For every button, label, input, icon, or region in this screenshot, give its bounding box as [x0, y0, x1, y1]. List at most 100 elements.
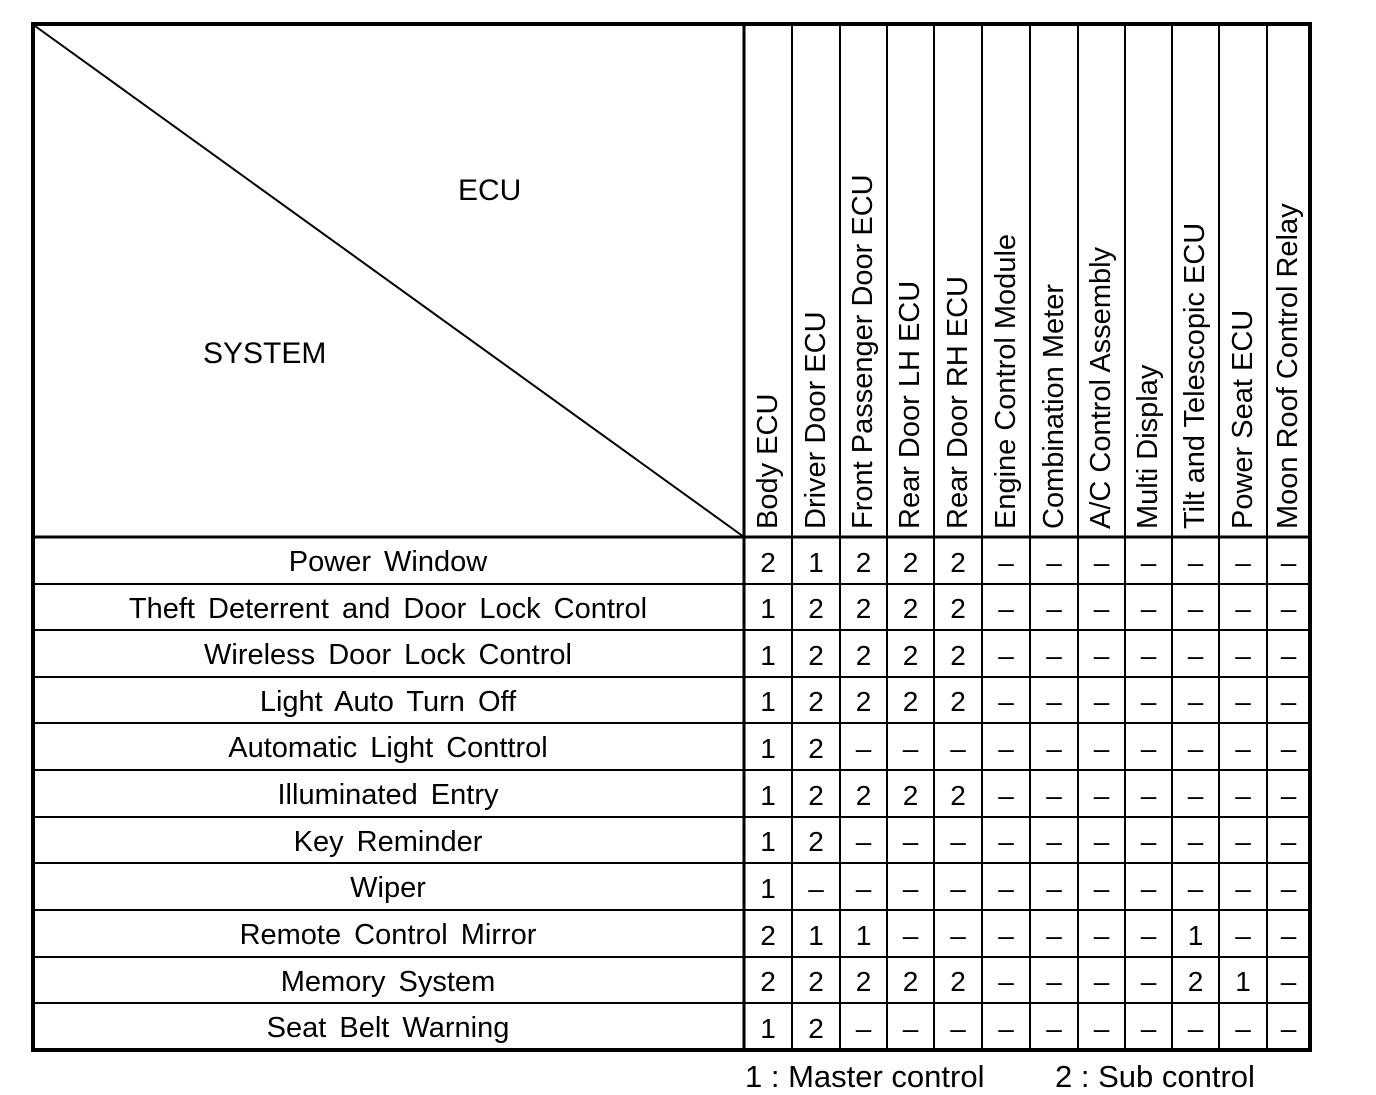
table-cell: 1 [760, 593, 776, 624]
column-header: Combination Meter [1030, 24, 1078, 537]
table-cell: 2 [855, 593, 872, 624]
column-header-label: Rear Door LH ECU [894, 280, 926, 529]
table-cell: – [1140, 640, 1157, 671]
table-cell: – [1280, 826, 1297, 857]
column-header: Front Passenger Door ECU [840, 24, 887, 537]
column-header-label: Moon Roof Control Relay [1272, 203, 1304, 529]
row-system-label: Automatic Light Conttrol [228, 732, 548, 764]
table-cell: – [1280, 780, 1297, 811]
table-cell: – [998, 733, 1014, 764]
column-header-label: Combination Meter [1037, 284, 1070, 529]
column-header: Multi Display [1125, 24, 1172, 537]
column-header-label: Front Passenger Door ECU [847, 174, 879, 529]
table-cell: – [1280, 1013, 1297, 1044]
column-header-label: Rear Door RH ECU [941, 276, 974, 529]
row-system-label: Seat Belt Warning [266, 1012, 510, 1044]
table-cell: – [950, 1013, 966, 1044]
table-cell: – [1235, 547, 1251, 578]
table-cell: – [1140, 733, 1157, 764]
table-cell: – [998, 686, 1014, 717]
table-cell: 2 [855, 780, 872, 811]
table-cell: – [1093, 920, 1110, 951]
table-cell: – [1235, 593, 1251, 624]
table-cell: 1 [1235, 966, 1251, 997]
table-cell: – [1046, 966, 1062, 997]
table-cell: 2 [760, 920, 776, 951]
legend-master: 1 : Master control [745, 1059, 985, 1094]
table-cell: 2 [950, 966, 966, 997]
legend-sub: 2 : Sub control [1055, 1059, 1255, 1094]
table-cell: 2 [808, 966, 824, 997]
column-header-label: Power Seat ECU [1226, 309, 1259, 529]
table-cell: – [1046, 826, 1062, 857]
column-header-label: Engine Control Module [989, 233, 1022, 529]
table-cell: – [1093, 966, 1110, 997]
table-cell: 1 [760, 686, 776, 717]
table-cell: – [1235, 1013, 1251, 1044]
table-cell: – [1046, 640, 1062, 671]
table-cell: 2 [902, 780, 919, 811]
table-cell: 1 [808, 920, 824, 951]
row-system-label: Key Reminder [293, 826, 483, 858]
table-cell: 2 [902, 547, 919, 578]
table-cell: – [1280, 966, 1297, 997]
table-cell: – [1187, 733, 1204, 764]
column-header: Driver Door ECU [792, 24, 840, 537]
table-cell: – [1140, 686, 1157, 717]
table-cell: – [1235, 686, 1251, 717]
column-header-label: Driver Door ECU [799, 311, 832, 529]
table-cell: 1 [808, 547, 824, 578]
table-cell: – [1235, 920, 1251, 951]
table-cell: – [1093, 826, 1110, 857]
table-cell: – [1093, 733, 1110, 764]
row-system-label: Wiper [350, 872, 426, 904]
table-cell: – [1235, 873, 1251, 904]
table-cell: – [1140, 966, 1157, 997]
table-cell: – [1093, 640, 1110, 671]
table-cell: 2 [950, 686, 966, 717]
table-cell: – [998, 1013, 1014, 1044]
table-cell: – [855, 873, 872, 904]
row-system-label: Wireless Door Lock Control [204, 639, 572, 671]
table-cell: – [902, 733, 919, 764]
table-cell: 2 [1187, 966, 1204, 997]
table-cell: – [1280, 873, 1297, 904]
table-cell: – [1046, 873, 1062, 904]
table-cell: – [1187, 593, 1204, 624]
table-cell: – [1140, 593, 1157, 624]
table-cell: – [1046, 686, 1062, 717]
table-cell: 2 [808, 593, 824, 624]
corner-diagonal [34, 25, 745, 538]
table-cell: 2 [760, 966, 776, 997]
column-header: Rear Door RH ECU [934, 24, 982, 537]
table-cell: – [950, 826, 966, 857]
table-cell: – [1187, 640, 1204, 671]
table-cell: – [855, 826, 872, 857]
table-cell: – [902, 1013, 919, 1044]
table-cell: – [998, 873, 1014, 904]
table-cell: – [998, 826, 1014, 857]
table-cell: – [950, 873, 966, 904]
table-cell: 2 [808, 733, 824, 764]
table-cell: – [902, 873, 919, 904]
table-cell: – [1280, 686, 1297, 717]
corner-ecu-label: ECU [458, 174, 522, 207]
row-system-label: Theft Deterrent and Door Lock Control [128, 593, 648, 625]
row-system-label: Illuminated Entry [277, 779, 499, 811]
table-cell: – [1187, 780, 1204, 811]
table-cell: – [950, 733, 966, 764]
column-header: Body ECU [744, 24, 792, 537]
table-cell: 2 [950, 547, 966, 578]
table-cell: – [1187, 873, 1204, 904]
table-cell: – [1046, 1013, 1062, 1044]
table-cell: – [1280, 640, 1297, 671]
column-header: Power Seat ECU [1219, 24, 1267, 537]
table-cell: 2 [902, 686, 919, 717]
table-cell: – [1235, 640, 1251, 671]
table-cell: – [1280, 547, 1297, 578]
table-cell: – [1140, 920, 1157, 951]
table-cell: – [1093, 780, 1110, 811]
table-cell: 2 [808, 686, 824, 717]
row-system-label: Remote Control Mirror [239, 919, 537, 951]
table-cell: – [1187, 826, 1204, 857]
